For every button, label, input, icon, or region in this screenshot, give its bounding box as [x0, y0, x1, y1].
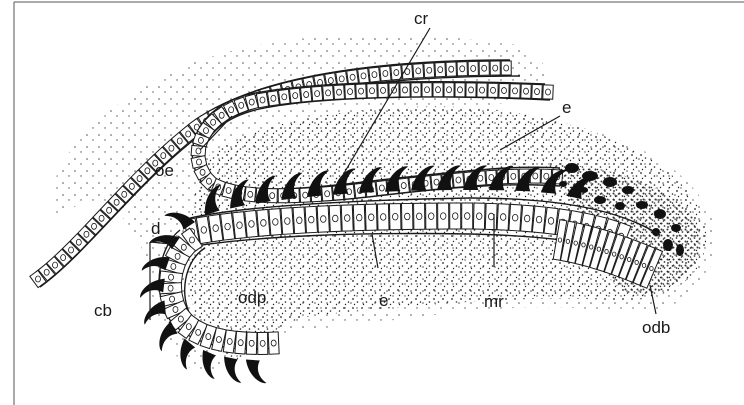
epithelial-cell [305, 206, 317, 233]
epithelial-cell [473, 203, 485, 229]
label-odp: odp [238, 288, 266, 307]
epithelial-cell [413, 64, 424, 79]
epithelial-cell [322, 186, 333, 201]
label-cr: cr [414, 9, 429, 28]
label-oe: oe [155, 161, 174, 180]
epithelial-cell [497, 204, 509, 230]
epithelial-cell [462, 203, 473, 229]
epithelial-cell [378, 83, 388, 97]
epithelial-cell [323, 86, 334, 101]
epithelial-cell [400, 83, 410, 97]
epithelial-cell [268, 332, 279, 354]
epithelial-cell [293, 207, 306, 234]
epithelial-cell [501, 61, 511, 75]
epithelial-cell [376, 180, 388, 195]
epithelial-cell [245, 187, 256, 202]
epithelial-cell [365, 204, 377, 230]
epithelial-cell [499, 83, 509, 97]
epithelial-cell [377, 204, 389, 230]
epithelial-cell [433, 83, 443, 97]
epithelial-cell [317, 206, 329, 232]
epithelial-cell [334, 85, 345, 100]
epithelial-cell [369, 67, 380, 82]
epithelial-cell [450, 203, 461, 229]
epithelial-cell [422, 83, 432, 97]
epithelial-cell [191, 145, 206, 156]
epithelial-cell [521, 205, 534, 232]
epithelial-cell [438, 203, 449, 229]
radula-tooth [244, 360, 267, 384]
epithelial-cell [446, 62, 457, 76]
epithelial-cell [532, 206, 546, 233]
epithelial-cell [341, 205, 353, 231]
epithelial-cell [380, 66, 391, 81]
epithelial-cell [509, 204, 522, 231]
epithelial-cell [485, 203, 497, 229]
epithelial-cell [508, 169, 518, 183]
epithelial-cell [389, 204, 400, 230]
epithelial-cell [490, 61, 500, 75]
epithelial-cell [424, 63, 435, 78]
epithelial-cell [356, 84, 367, 98]
epithelial-cell [290, 88, 301, 103]
epithelial-cell [510, 84, 520, 98]
epithelial-cell [414, 203, 425, 229]
epithelial-cell [278, 89, 290, 104]
epithelial-cell [345, 84, 356, 98]
epithelial-cell [468, 61, 478, 75]
epithelial-cell [269, 209, 282, 236]
epithelial-cell [521, 84, 531, 98]
label-e-bottom: e [379, 291, 388, 310]
epithelial-cell [233, 212, 247, 239]
label-mr: mr [484, 292, 504, 311]
epithelial-cell [455, 83, 465, 97]
epithelial-cell [479, 61, 489, 75]
epithelial-cell [435, 62, 446, 76]
epithelial-cell [453, 173, 464, 188]
epithelial-cell [466, 83, 476, 97]
epithelial-cell [402, 203, 413, 229]
label-e-top: e [562, 98, 571, 117]
epithelial-cell [329, 205, 341, 231]
epithelial-cell [426, 203, 437, 229]
epithelial-cell [281, 208, 294, 235]
label-d: d [151, 219, 160, 238]
epithelial-cell [301, 87, 312, 102]
epithelial-cell [312, 86, 323, 101]
epithelial-cell [246, 332, 257, 354]
epithelial-cell [353, 204, 365, 230]
epithelial-cell [245, 210, 258, 237]
epithelial-cell [367, 84, 377, 98]
epithelial-cell [358, 68, 370, 83]
epithelial-cell [258, 332, 268, 354]
label-cb: cb [94, 301, 112, 320]
epithelial-cell [543, 85, 554, 99]
label-odb: odb [642, 318, 670, 337]
epithelial-cell [488, 83, 498, 97]
epithelial-cell [267, 91, 279, 106]
epithelial-cell [477, 83, 487, 97]
epithelial-cell [257, 209, 270, 236]
epithelial-cell [532, 84, 543, 98]
epithelial-cell [235, 331, 247, 354]
epithelial-cell [411, 83, 421, 97]
epithelial-cell [457, 62, 467, 76]
epithelial-cell [444, 83, 454, 97]
